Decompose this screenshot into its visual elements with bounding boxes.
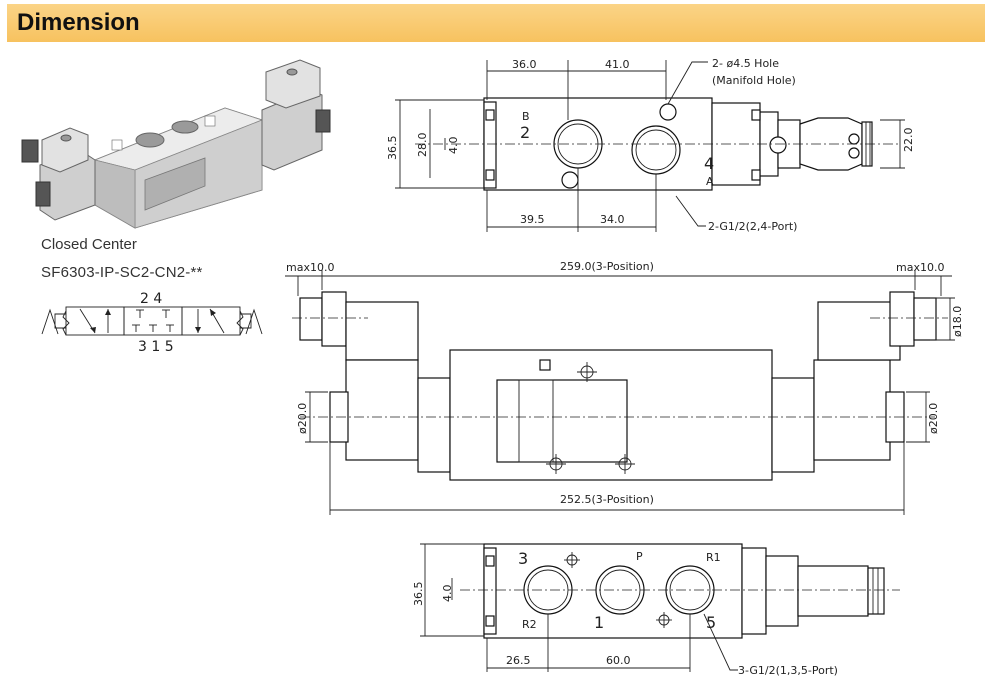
closed-center-label: Closed Center (41, 236, 137, 253)
port-a-label: A (706, 175, 714, 188)
port-p-label: P (636, 550, 643, 563)
dim-28: 28.0 (416, 133, 429, 158)
symbol-top-ports: 2 4 (140, 291, 162, 307)
dim-36: 36.0 (512, 58, 537, 71)
dia-20-left: ø20.0 (296, 403, 309, 434)
page-title: Dimension (17, 9, 140, 36)
dim-60: 60.0 (606, 654, 631, 667)
port-1-label: 1 (594, 613, 604, 632)
overall-length: 259.0(3-Position) (560, 260, 654, 273)
dia-20-right: ø20.0 (927, 403, 940, 434)
port-2-label: 2 (520, 123, 530, 142)
manifold-hole-sub: (Manifold Hole) (712, 74, 796, 87)
port-r2-label: R2 (522, 618, 537, 631)
dim-41: 41.0 (605, 58, 630, 71)
port-b-label: B (522, 110, 530, 123)
port-4-label: 4 (704, 154, 714, 173)
port-3-label: 3 (518, 549, 528, 568)
symbol-bottom-ports: 3 1 5 (138, 339, 174, 355)
dia-18: ø18.0 (951, 306, 964, 337)
dim-36-5-bottom: 36.5 (412, 582, 425, 607)
header-bar: Dimension (7, 4, 985, 42)
port-note-bottom: 3-G1/2(1,3,5-Port) (738, 664, 838, 677)
dim-22: 22.0 (902, 128, 915, 153)
valve-3d-illustration (21, 59, 331, 229)
bottom-view: 3 P R1 R2 1 5 36.5 4.0 26.5 60.0 3-G1/2(… (412, 543, 900, 677)
port-5-label: 5 (706, 613, 716, 632)
model-code: SF6303-IP-SC2-CN2-** (41, 264, 203, 281)
manifold-hole-label: 2- ø4.5 Hole (712, 57, 779, 70)
dim-26-5: 26.5 (506, 654, 531, 667)
dim-4-bottom: 4.0 (441, 585, 454, 603)
dim-4-top: 4.0 (447, 137, 460, 155)
top-view: 36.0 41.0 2- ø4.5 Hole (Manifold Hole) 3… (386, 57, 915, 233)
max-right: max10.0 (896, 261, 944, 274)
port-note-top: 2-G1/2(2,4-Port) (708, 220, 797, 233)
port-r1-label: R1 (706, 551, 721, 564)
valve-symbol: 2 4 3 1 5 (41, 291, 263, 355)
dim-39-5: 39.5 (520, 213, 545, 226)
dim-36-5-top: 36.5 (386, 136, 399, 161)
front-view: max10.0 259.0(3-Position) max10.0 (285, 260, 964, 515)
body-length: 252.5(3-Position) (560, 493, 654, 506)
dim-34: 34.0 (600, 213, 625, 226)
max-left: max10.0 (286, 261, 334, 274)
